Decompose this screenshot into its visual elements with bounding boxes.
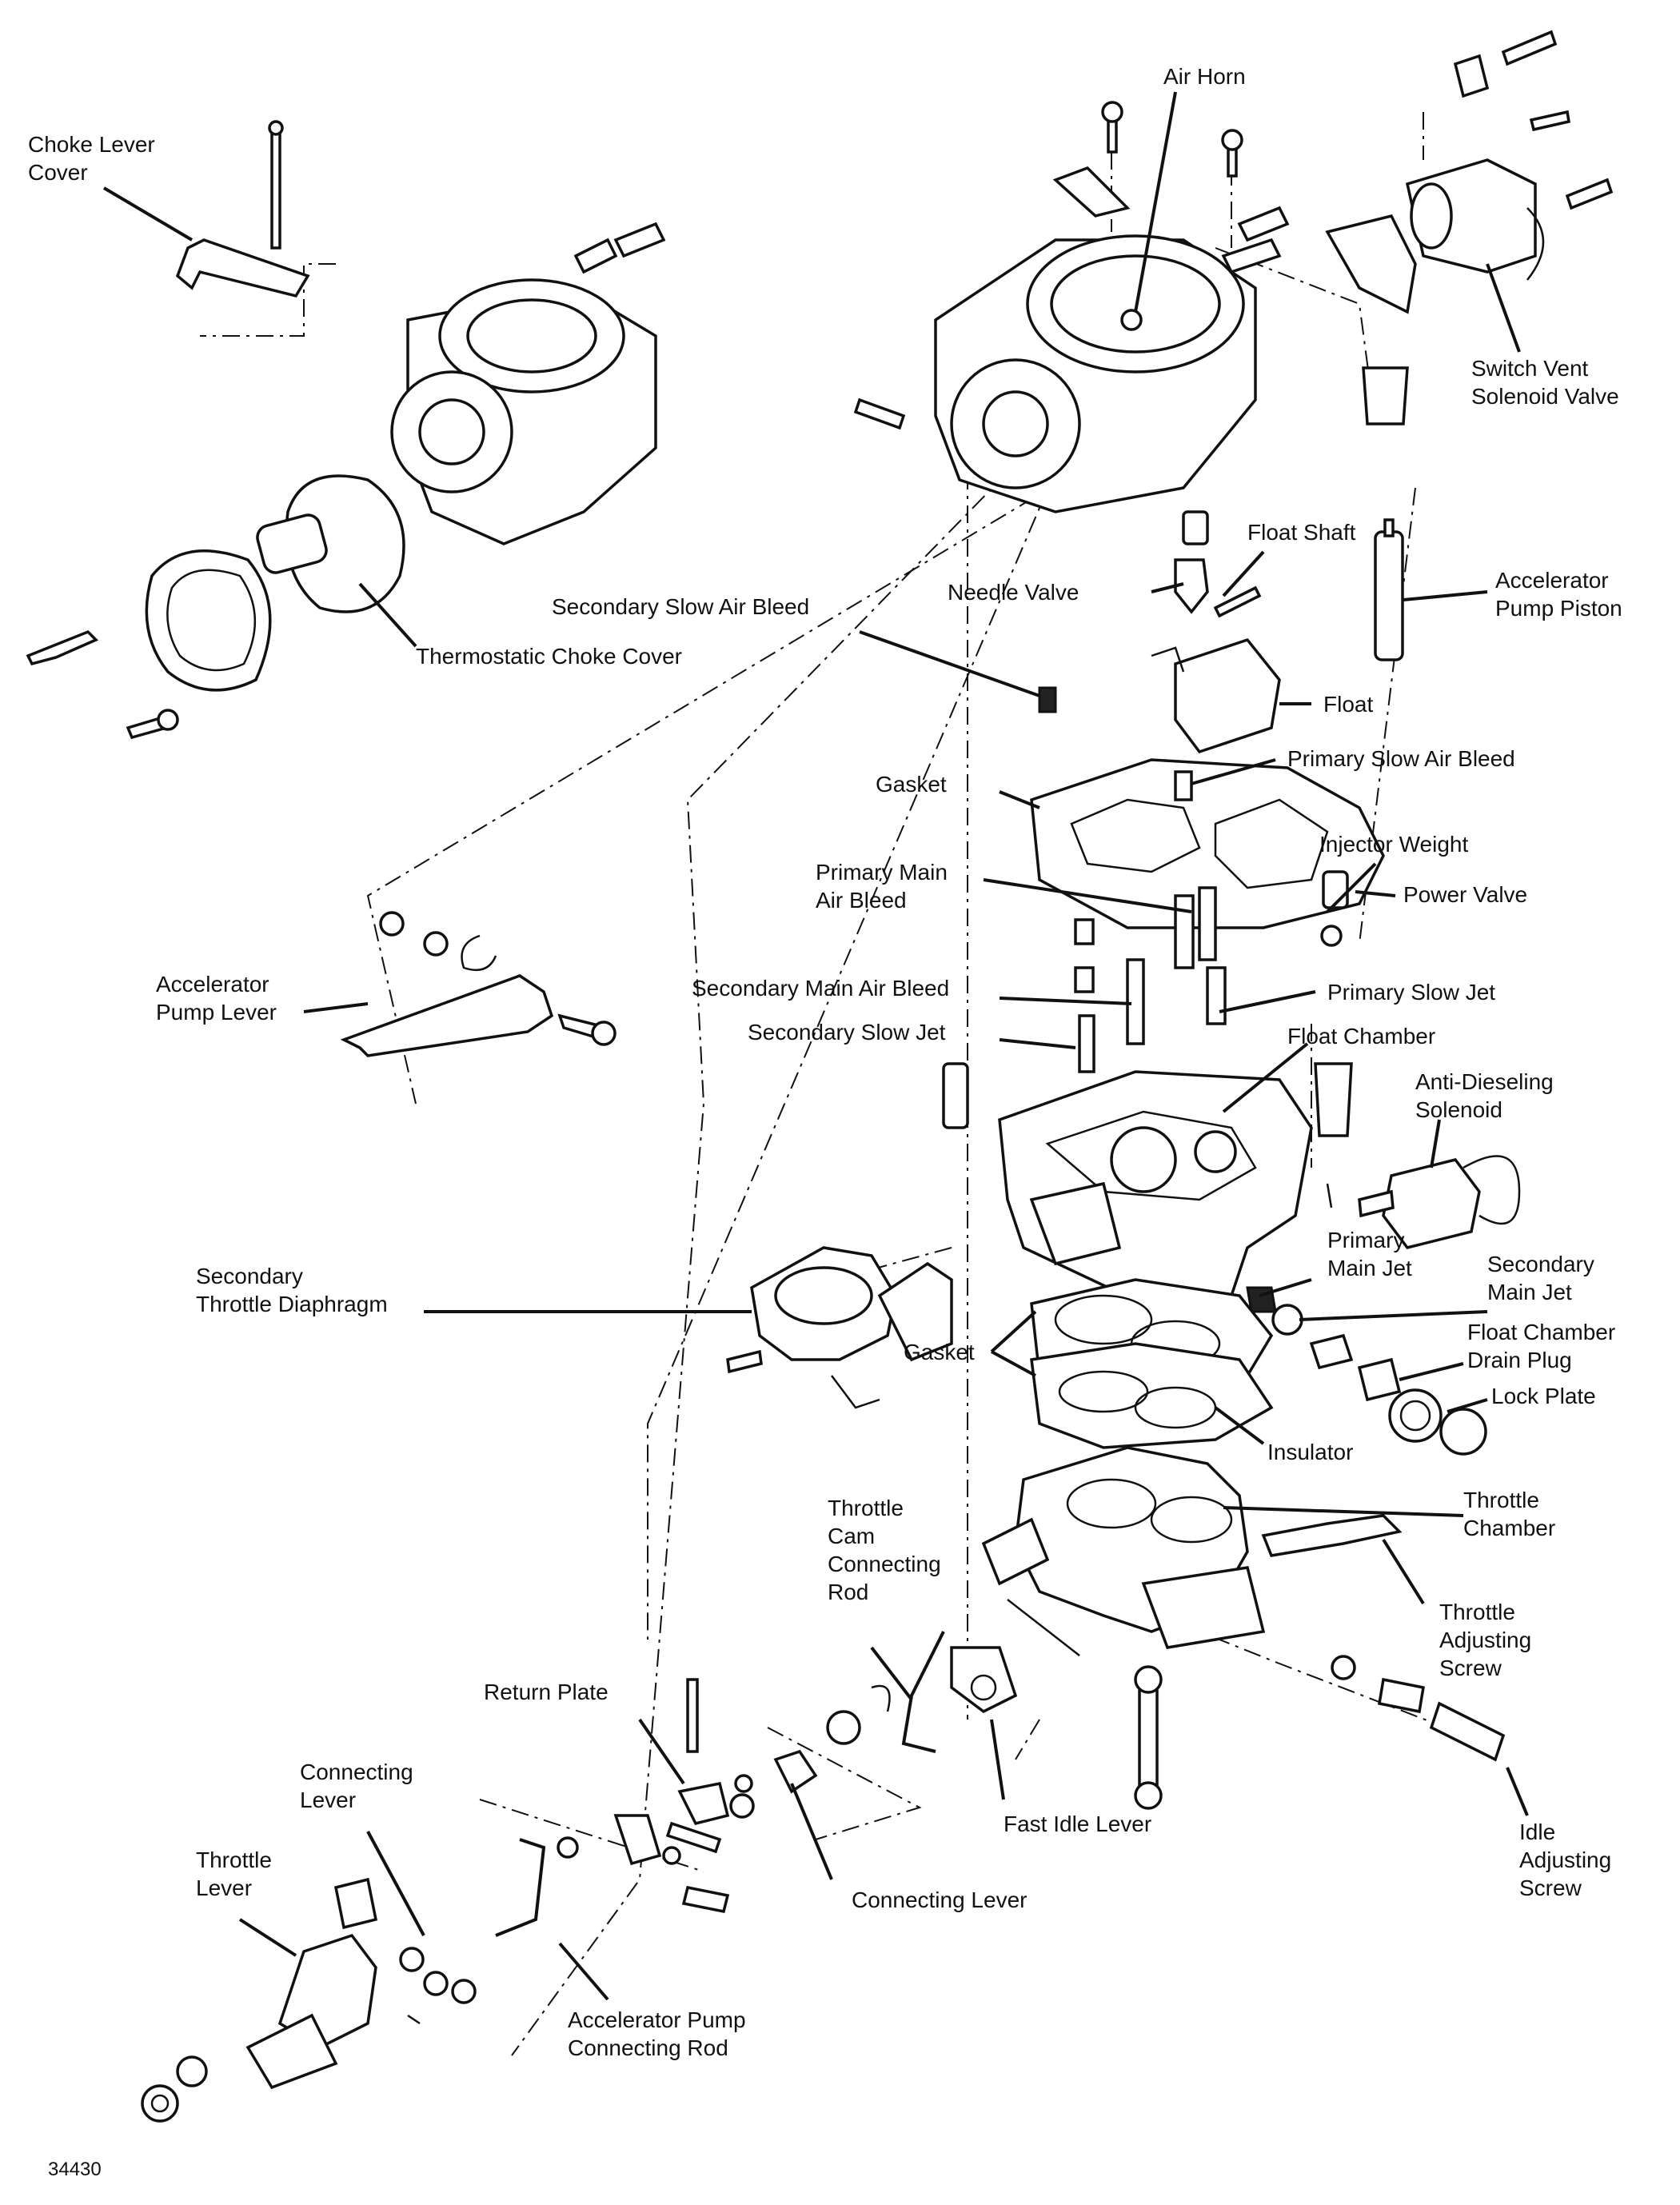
label-secondary-slow-jet: Secondary Slow Jet (748, 1020, 946, 1045)
label-gasket-upper: Gasket (876, 772, 947, 797)
label-thermostatic-choke-cover: Thermostatic Choke Cover (416, 644, 682, 669)
label-idle-adjusting-screw-1: Idle (1519, 1820, 1555, 1844)
throttle-chamber-part (981, 1446, 1506, 1810)
label-connecting-lever-upper-1: Connecting (300, 1760, 413, 1784)
secondary-main-jet-part (1271, 1304, 1303, 1336)
connecting-lever-upper-part (773, 1749, 818, 1794)
label-secondary-throttle-diaphragm-2: Throttle Diaphragm (196, 1292, 388, 1316)
label-float-chamber-drain-plug-1: Float Chamber (1467, 1320, 1615, 1344)
label-throttle-adjusting-screw-2: Adjusting (1439, 1628, 1531, 1652)
accel-pump-connecting-rod-part (495, 1838, 546, 1937)
label-throttle-chamber-1: Throttle (1463, 1488, 1539, 1512)
spring-lower-1 (665, 1821, 722, 1854)
figure-number: 34430 (48, 2159, 102, 2180)
label-lock-plate: Lock Plate (1491, 1384, 1596, 1408)
choke-gasket (145, 549, 272, 692)
choke-assembly (26, 120, 666, 740)
accelerator-pump-piston-part (1374, 530, 1404, 661)
label-accel-pump-connecting-rod-2: Connecting Rod (568, 2035, 728, 2060)
label-secondary-main-air-bleed: Secondary Main Air Bleed (692, 976, 949, 1001)
label-connecting-lever-upper-2: Lever (300, 1788, 356, 1812)
upper-gasket (1030, 758, 1385, 929)
label-throttle-lever-1: Throttle (196, 1847, 272, 1872)
lower-gasket-insulator (1030, 1278, 1274, 1449)
label-injector-weight: Injector Weight (1319, 832, 1468, 857)
label-idle-adjusting-screw-2: Adjusting (1519, 1847, 1611, 1872)
label-air-horn: Air Horn (1163, 64, 1246, 89)
choke-cover-screw (270, 126, 281, 250)
label-primary-main-jet-2: Main Jet (1327, 1256, 1412, 1280)
label-primary-main-air-bleed-2: Air Bleed (816, 888, 907, 913)
float-part (1174, 637, 1281, 754)
label-needle-valve: Needle Valve (948, 580, 1079, 605)
label-accelerator-pump-piston-1: Accelerator (1495, 568, 1609, 593)
spring-lower-2 (681, 1885, 730, 1914)
secondary-throttle-diaphragm-part (726, 1246, 953, 1409)
label-return-plate: Return Plate (484, 1680, 609, 1704)
label-float: Float (1323, 692, 1373, 717)
label-primary-slow-air-bleed: Primary Slow Air Bleed (1287, 746, 1515, 771)
label-accelerator-pump-lever-2: Pump Lever (156, 1000, 277, 1025)
label-float-shaft: Float Shaft (1247, 520, 1356, 545)
float-shaft-part (1213, 585, 1262, 618)
label-secondary-main-jet-2: Main Jet (1487, 1280, 1572, 1304)
label-anti-dieseling-solenoid-2: Solenoid (1415, 1097, 1502, 1122)
thermostatic-choke-cover-part (285, 474, 405, 613)
label-throttle-adjusting-screw-3: Screw (1439, 1656, 1502, 1680)
jets-row (942, 870, 1353, 1137)
label-idle-adjusting-screw-3: Screw (1519, 1875, 1582, 1900)
fast-idle-lever-part (950, 1646, 1018, 1714)
return-plate-part (677, 1781, 730, 1826)
float-chamber-body (998, 1070, 1521, 1313)
lock-plate-part (1388, 1388, 1443, 1443)
label-anti-dieseling-solenoid-1: Anti-Dieseling (1415, 1069, 1554, 1094)
label-secondary-slow-air-bleed: Secondary Slow Air Bleed (552, 594, 809, 619)
label-accelerator-pump-piston-2: Pump Piston (1495, 596, 1622, 621)
label-fast-idle-lever: Fast Idle Lever (1004, 1812, 1151, 1836)
air-horn-assembly (853, 30, 1614, 754)
label-throttle-cam-rod-1: Throttle (828, 1496, 904, 1520)
label-switch-vent-1: Switch Vent (1471, 356, 1589, 381)
throttle-adjusting-screw-part (1261, 1514, 1403, 1557)
label-primary-main-jet-1: Primary (1327, 1228, 1404, 1252)
label-insulator: Insulator (1267, 1440, 1353, 1464)
label-switch-vent-2: Solenoid Valve (1471, 384, 1619, 409)
label-float-chamber: Float Chamber (1287, 1024, 1435, 1049)
label-connecting-lever-lower: Connecting Lever (852, 1887, 1027, 1912)
primary-slow-air-bleed-part (1174, 770, 1193, 801)
lower-jets (1246, 1286, 1487, 1456)
label-choke-lever-cover-2: Cover (28, 160, 88, 185)
label-power-valve: Power Valve (1403, 882, 1527, 907)
leader-lines (102, 91, 1529, 2001)
label-primary-slow-jet: Primary Slow Jet (1327, 980, 1495, 1005)
label-accel-pump-connecting-rod-1: Accelerator Pump (568, 2007, 746, 2032)
label-primary-main-air-bleed-1: Primary Main (816, 860, 948, 885)
part-labels: Choke Lever Cover Air Horn Switch Vent S… (28, 64, 1622, 2180)
label-choke-lever-cover-1: Choke Lever (28, 132, 155, 157)
anti-dieseling-solenoid-part (1382, 1158, 1481, 1249)
throttle-cam-connecting-rod-part (901, 1631, 945, 1753)
label-throttle-adjusting-screw-1: Throttle (1439, 1600, 1515, 1624)
label-throttle-chamber-2: Chamber (1463, 1516, 1555, 1540)
label-secondary-throttle-diaphragm-1: Secondary (196, 1264, 303, 1288)
linkage-parts (141, 911, 1018, 2123)
label-secondary-main-jet-1: Secondary (1487, 1252, 1594, 1276)
secondary-slow-air-bleed-part (1038, 686, 1057, 713)
accelerator-pump-lever-part (340, 974, 554, 1057)
label-throttle-lever-2: Lever (196, 1875, 252, 1900)
label-throttle-cam-rod-2: Cam (828, 1524, 875, 1548)
idle-adjusting-screw-part (1429, 1701, 1506, 1762)
label-throttle-cam-rod-3: Connecting (828, 1552, 941, 1576)
spring-right (1362, 366, 1409, 425)
label-gasket-lower: Gasket (904, 1340, 975, 1364)
drain-plug-part (1357, 1357, 1402, 1402)
choke-lever-cover-part (175, 238, 310, 298)
label-accelerator-pump-lever-1: Accelerator (156, 972, 269, 997)
label-float-chamber-drain-plug-2: Drain Plug (1467, 1348, 1572, 1372)
label-throttle-cam-rod-4: Rod (828, 1580, 868, 1604)
